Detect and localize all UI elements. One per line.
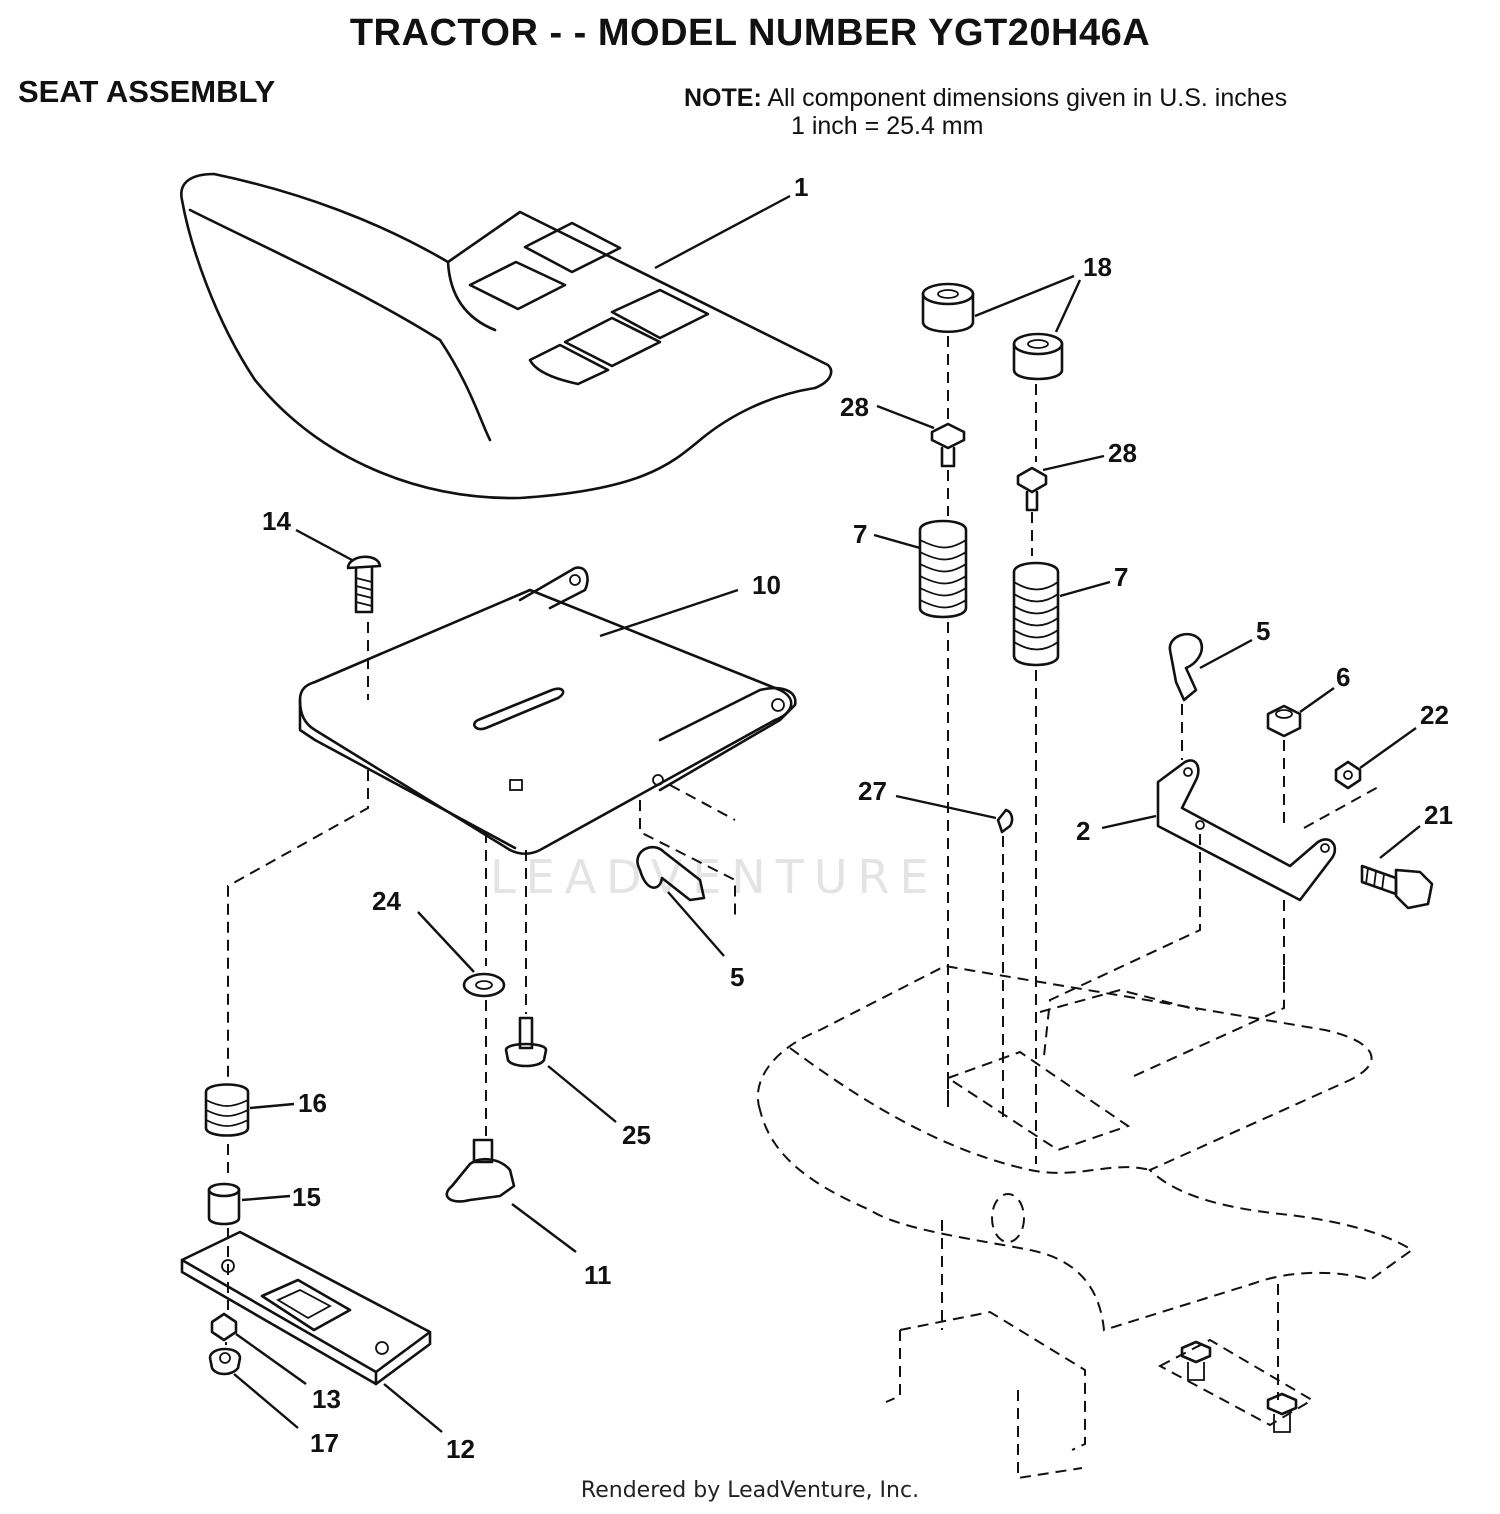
callout-6: 6	[1299, 662, 1350, 713]
callout-27: 27	[858, 776, 997, 820]
callout-7-left: 7	[853, 519, 921, 550]
callout-13: 13	[235, 1333, 341, 1414]
callout-1: 1	[654, 172, 808, 270]
svg-text:28: 28	[840, 392, 869, 422]
callout-18: 18	[974, 252, 1112, 333]
note-label: NOTE:	[684, 84, 762, 112]
callout-16: 16	[249, 1088, 327, 1118]
svg-text:6: 6	[1336, 662, 1350, 692]
note-line-2: 1 inch = 25.4 mm	[791, 112, 984, 140]
callout-5-left: 5	[667, 891, 744, 992]
svg-text:7: 7	[853, 519, 867, 549]
spacer-part-15	[207, 1182, 241, 1226]
svg-text:1: 1	[794, 172, 808, 202]
flat-washer-part	[462, 972, 506, 998]
watermark: LEADVENTURE	[490, 850, 939, 904]
svg-text:12: 12	[446, 1434, 475, 1464]
svg-text:21: 21	[1424, 800, 1453, 830]
callout-7-right: 7	[1059, 562, 1128, 598]
nut-parts	[1266, 704, 1362, 790]
page-title: TRACTOR - - MODEL NUMBER YGT20H46A	[349, 12, 1151, 54]
callout-24: 24	[372, 886, 475, 973]
callout-21: 21	[1379, 800, 1453, 859]
seat-adjust-plate-part	[180, 1230, 432, 1386]
tractor-frame-phantom	[756, 964, 1414, 1480]
dimension-note: NOTE: All component dimensions given in …	[684, 84, 1287, 140]
footer-credit: Rendered by LeadVenture, Inc.	[580, 1478, 920, 1503]
svg-text:10: 10	[752, 570, 781, 600]
svg-text:15: 15	[292, 1182, 321, 1212]
svg-text:5: 5	[730, 962, 744, 992]
callout-25: 25	[547, 1065, 651, 1150]
svg-text:13: 13	[312, 1384, 341, 1414]
svg-text:14: 14	[262, 506, 291, 536]
callout-28-right: 28	[1042, 438, 1137, 472]
callout-15: 15	[241, 1182, 321, 1212]
seat-pan-part	[298, 566, 797, 856]
svg-text:7: 7	[1114, 562, 1128, 592]
pin-part	[996, 808, 1014, 834]
shoulder-screw-part	[504, 1016, 548, 1068]
callout-22: 22	[1359, 700, 1449, 769]
callout-14: 14	[262, 506, 353, 562]
lock-nut-parts	[208, 1312, 242, 1376]
svg-text:24: 24	[372, 886, 401, 916]
spacer-parts	[921, 282, 1064, 381]
svg-text:11: 11	[584, 1260, 612, 1290]
note-line-1: All component dimensions given in U.S. i…	[767, 84, 1288, 112]
seat-bracket-part	[1156, 759, 1337, 902]
callout-12: 12	[383, 1383, 475, 1464]
svg-text:25: 25	[622, 1120, 651, 1150]
callout-5-right: 5	[1199, 616, 1270, 670]
svg-text:17: 17	[310, 1428, 339, 1458]
callout-28-left: 28	[840, 392, 935, 430]
carriage-bolt-part	[346, 555, 382, 614]
callout-17: 17	[233, 1373, 339, 1458]
callout-10: 10	[599, 570, 781, 638]
frame-bolts	[1180, 1340, 1298, 1433]
svg-text:2: 2	[1076, 816, 1090, 846]
knob-part	[445, 1138, 516, 1203]
svg-text:27: 27	[858, 776, 887, 806]
callout-11: 11	[511, 1203, 612, 1290]
clip-parts	[636, 632, 1204, 902]
callout-2: 2	[1076, 814, 1157, 846]
svg-text:16: 16	[298, 1088, 327, 1118]
hex-bolt-part	[1360, 864, 1434, 910]
svg-text:18: 18	[1083, 252, 1112, 282]
compression-spring-parts	[918, 519, 1060, 667]
compression-spring-part-16	[204, 1083, 250, 1137]
svg-text:28: 28	[1108, 438, 1137, 468]
section-title: SEAT ASSEMBLY	[18, 74, 276, 109]
svg-text:5: 5	[1256, 616, 1270, 646]
alignment-lines	[225, 336, 1381, 1400]
hex-washer-screw-parts	[930, 422, 1048, 512]
seat-part	[180, 172, 833, 500]
svg-text:22: 22	[1420, 700, 1449, 730]
